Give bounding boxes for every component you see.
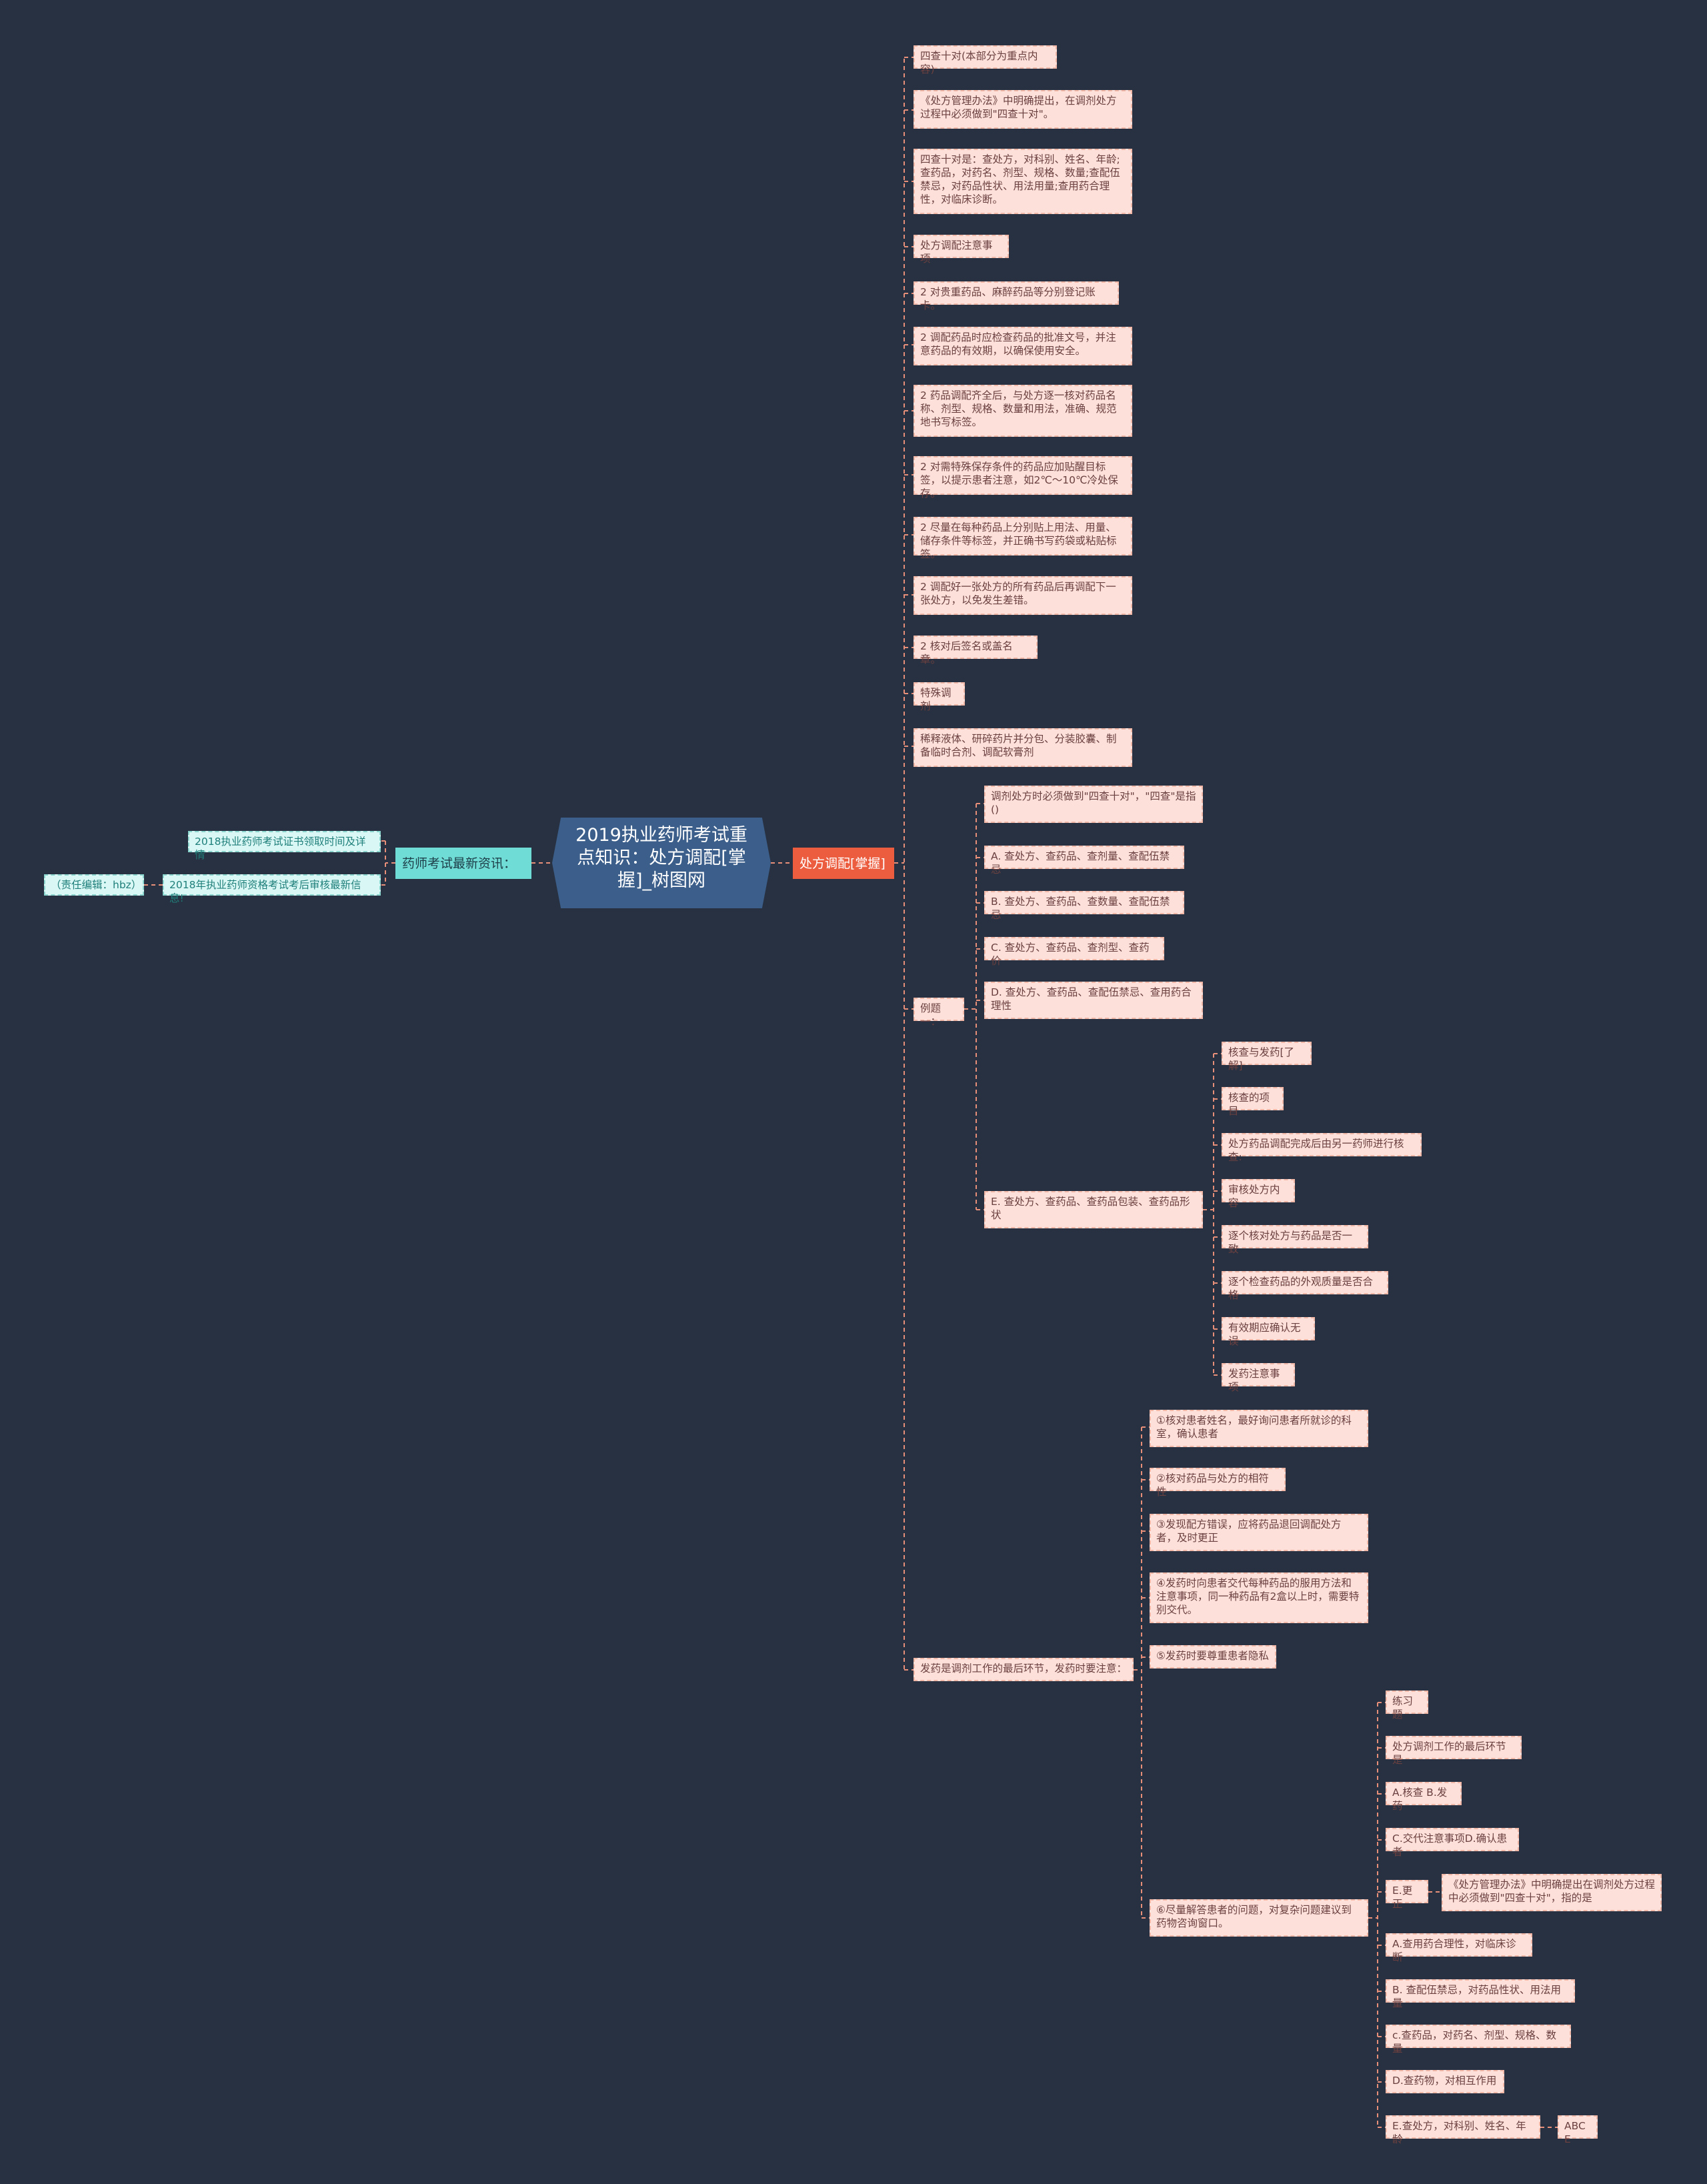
e-child-items[interactable]: 核查的项目 — [1222, 1087, 1284, 1117]
dispense-item-4[interactable]: ④发药时向患者交代每种药品的服用方法和注意事项，同一种药品有2盒以上时，需要特别… — [1150, 1572, 1368, 1623]
option-a[interactable]: A. 查处方、查药品、查剂量、查配伍禁忌 — [984, 846, 1184, 876]
dispense-item-5[interactable]: ⑤发药时要尊重患者隐私 — [1150, 1645, 1276, 1669]
e-child-review[interactable]: 审核处方内容 — [1222, 1179, 1295, 1209]
leaf-four-checks-title[interactable]: 四查十对(本部分为重点内容) — [914, 45, 1057, 75]
option-b[interactable]: B. 查处方、查药品、查数量、查配伍禁忌 — [984, 891, 1184, 921]
practice-title[interactable]: 练习题 — [1386, 1691, 1428, 1721]
leaf-note-5[interactable]: 2 尽量在每种药品上分别贴上用法、用量、储存条件等标签，并正确书写药袋或粘贴标签… — [914, 517, 1132, 560]
root-node[interactable]: 2019执业药师考试重点知识：处方调配[掌握]_树图网 — [552, 818, 771, 908]
leaf-special-title[interactable]: 特殊调剂 — [914, 682, 965, 712]
dispense-item-2[interactable]: ②核对药品与处方的相符性 — [1150, 1468, 1286, 1498]
leaf-regulation[interactable]: 《处方管理办法》中明确提出，在调剂处方过程中必须做到"四查十对"。 — [914, 90, 1132, 129]
practice-answer[interactable]: ABCE — [1558, 2115, 1598, 2145]
e-child-notes[interactable]: 发药注意事项 — [1222, 1363, 1295, 1393]
practice-a-check[interactable]: A.查用药合理性，对临床诊断 — [1386, 1933, 1532, 1963]
e-child-quality[interactable]: 逐个检查药品的外观质量是否合格 — [1222, 1271, 1388, 1301]
leaf-note-6[interactable]: 2 调配好一张处方的所有药品后再调配下一张处方，以免发生差错。 — [914, 576, 1132, 615]
leaf-note-2[interactable]: 2 调配药品时应检查药品的批准文号，并注意药品的有效期，以确保使用安全。 — [914, 327, 1132, 365]
leaf-four-checks-detail[interactable]: 四查十对是：查处方，对科别、姓名、年龄;查药品，对药名、剂型、规格、数量;查配伍… — [914, 149, 1132, 214]
e-child-expiry[interactable]: 有效期应确认无误 — [1222, 1317, 1315, 1347]
e-child-second-pharmacist[interactable]: 处方药品调配完成后由另一药师进行核查: — [1222, 1133, 1422, 1163]
question-stem[interactable]: 调剂处方时必须做到"四查十对"，"四查"是指() — [984, 786, 1203, 823]
leaf-dispensing[interactable]: 发药是调剂工作的最后环节，发药时要注意： — [914, 1658, 1134, 1681]
right-branch-node[interactable]: 处方调配[掌握] — [793, 848, 894, 879]
practice-e-check[interactable]: E.查处方，对科别、姓名、年龄 — [1386, 2115, 1540, 2145]
dispense-item-1[interactable]: ①核对患者姓名，最好询问患者所就诊的科室，确认患者 — [1150, 1410, 1368, 1447]
left-leaf-review[interactable]: 2018年执业药师资格考试考后审核最新信息! — [163, 874, 381, 904]
leaf-example-one[interactable]: 例题一： — [914, 998, 964, 1028]
practice-e-note[interactable]: 《处方管理办法》中明确提出在调剂处方过程中必须做到"四查十对"，指的是 — [1442, 1874, 1662, 1911]
option-d[interactable]: D. 查处方、查药品、查配伍禁忌、查用药合理性 — [984, 982, 1203, 1019]
dispense-item-6[interactable]: ⑥尽量解答患者的问题，对复杂问题建议到药物咨询窗口。 — [1150, 1899, 1368, 1937]
left-branch-node[interactable]: 药师考试最新资讯： — [395, 848, 531, 879]
leaf-note-7[interactable]: 2 核对后签名或盖名章。 — [914, 636, 1038, 666]
left-leaf-certificate[interactable]: 2018执业药师考试证书领取时间及详情 — [188, 831, 381, 861]
e-child-match[interactable]: 逐个核对处方与药品是否一致 — [1222, 1225, 1368, 1255]
leaf-notes-title[interactable]: 处方调配注意事项 — [914, 235, 1009, 265]
practice-option-e[interactable]: E.更正 — [1386, 1880, 1428, 1910]
practice-c-check[interactable]: c.查药品，对药名、剂型、规格、数量 — [1386, 2025, 1571, 2055]
practice-question[interactable]: 处方调剂工作的最后环节是 — [1386, 1736, 1522, 1766]
left-leaf-editor: （责任编辑：hbz） — [44, 874, 144, 896]
e-child-verification[interactable]: 核查与发药[了解] — [1222, 1042, 1312, 1072]
leaf-note-4[interactable]: 2 对需特殊保存条件的药品应加贴醒目标签，以提示患者注意，如2℃～10℃冷处保存… — [914, 456, 1132, 499]
practice-b-check[interactable]: B. 查配伍禁忌，对药品性状、用法用量 — [1386, 1979, 1575, 2009]
dispense-item-3[interactable]: ③发现配方错误，应将药品退回调配处方者，及时更正 — [1150, 1514, 1368, 1551]
leaf-note-3[interactable]: 2 药品调配齐全后，与处方逐一核对药品名称、剂型、规格、数量和用法，准确、规范地… — [914, 385, 1132, 437]
leaf-special-detail[interactable]: 稀释液体、研碎药片并分包、分装胶囊、制备临时合剂、调配软膏剂 — [914, 728, 1132, 767]
option-c[interactable]: C. 查处方、查药品、查剂型、查药价 — [984, 937, 1164, 967]
practice-option-cd[interactable]: C.交代注意事项D.确认患者 — [1386, 1828, 1519, 1858]
option-e[interactable]: E. 查处方、查药品、查药品包装、查药品形状 — [984, 1191, 1203, 1228]
leaf-note-1[interactable]: 2 对贵重药品、麻醉药品等分别登记账卡。 — [914, 281, 1119, 311]
practice-option-ab[interactable]: A.核查 B.发药 — [1386, 1782, 1462, 1812]
practice-d-check[interactable]: D.查药物，对相互作用 — [1386, 2070, 1504, 2093]
